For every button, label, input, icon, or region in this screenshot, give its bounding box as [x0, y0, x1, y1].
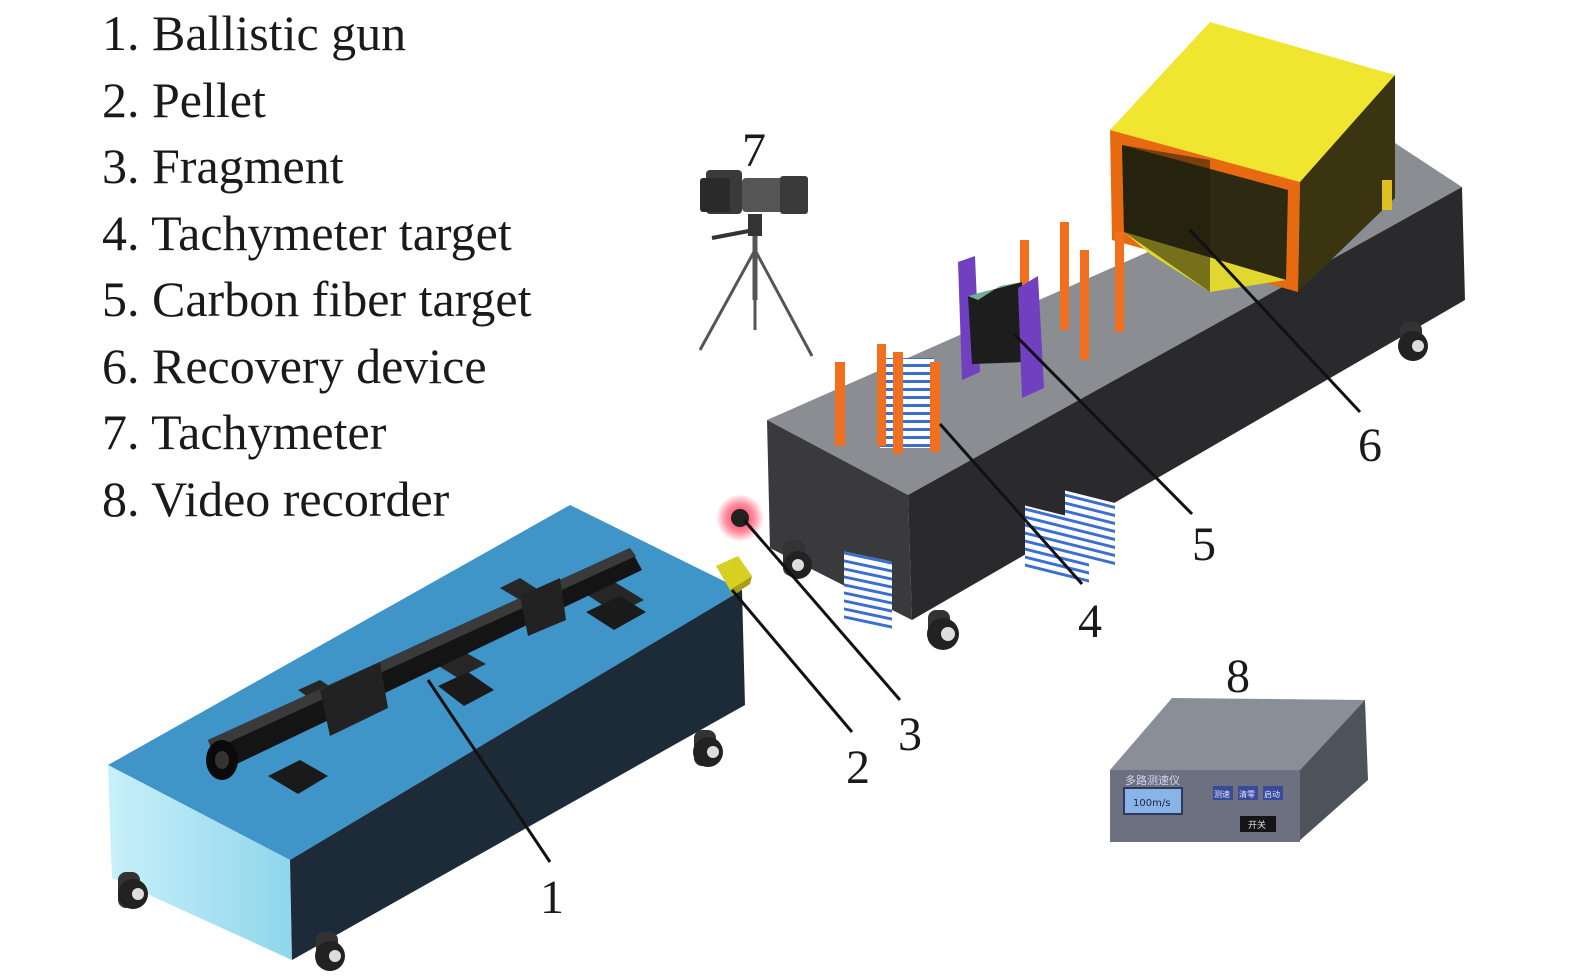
legend-item-recovery-device: 6. Recovery device [102, 337, 487, 394]
legend-item-ballistic-gun: 1. Ballistic gun [102, 5, 407, 61]
recorder-button-measure[interactable]: 测速 [1213, 786, 1233, 800]
callout-1: 1 [540, 871, 564, 924]
callout-4: 4 [1078, 595, 1102, 648]
recorder-top [1110, 698, 1365, 770]
legend-item-pellet: 2. Pellet [102, 71, 266, 128]
svg-text:开关: 开关 [1248, 819, 1266, 831]
gun-table-side-left [108, 765, 292, 960]
recovery-box-side [1298, 75, 1395, 292]
carbon-fiber-target [958, 256, 1044, 398]
legend-list: 1. Ballistic gun 2. Pellet 3. Fragment 4… [102, 0, 532, 532]
svg-text:清零: 清零 [1239, 789, 1255, 799]
callout-2: 2 [846, 741, 870, 794]
wheel-icon [693, 730, 723, 767]
legend-item-tachymeter-target: 4. Tachymeter target [102, 204, 512, 261]
callout-5: 5 [1192, 518, 1216, 571]
callout-6: 6 [1358, 419, 1382, 472]
wheel-icon [927, 610, 959, 650]
video-recorder: 多路测速仪 100m/s 测速 清零 启动 开关 [1110, 698, 1368, 842]
recorder-button-start[interactable]: 启动 [1263, 786, 1283, 800]
recorder-button-reset[interactable]: 清零 [1238, 786, 1258, 800]
recorder-screen [1123, 787, 1183, 815]
pellet [716, 556, 752, 596]
svg-text:启动: 启动 [1264, 789, 1280, 799]
recovery-device [1110, 22, 1395, 292]
gun-table [108, 505, 745, 971]
legend-item-tachymeter: 7. Tachymeter [102, 404, 387, 460]
callout-labels: 1 2 3 4 5 6 7 8 [540, 124, 1382, 924]
wheel-icon [315, 932, 345, 971]
gun-table-front [290, 590, 745, 960]
callout-7: 7 [742, 124, 766, 177]
recorder-side [1298, 700, 1368, 842]
callout-3: 3 [898, 708, 922, 761]
wheel-icon [118, 872, 148, 909]
ballistic-gun [206, 548, 646, 794]
legend-item-carbon-fiber-target: 5. Carbon fiber target [102, 271, 532, 327]
legend-item-fragment: 3. Fragment [102, 138, 344, 194]
tachymeter-target-front [835, 344, 940, 630]
wheel-icon [783, 540, 812, 579]
recorder-title-label: 多路测速仪 [1125, 773, 1180, 787]
recovery-box-inner-floor [1122, 145, 1210, 292]
svg-text:测速: 测速 [1214, 790, 1230, 799]
leader-lines [426, 228, 1362, 863]
recorder-power-switch[interactable]: 开关 [1240, 816, 1276, 832]
legend-item-video-recorder: 8. Video recorder [102, 470, 450, 527]
callout-8: 8 [1226, 650, 1250, 703]
wheel-icon [1398, 322, 1428, 361]
tachymeter-camera-icon [698, 170, 814, 357]
recovery-box-top [1110, 22, 1395, 182]
recorder-screen-readout: 100m/s [1133, 798, 1170, 809]
